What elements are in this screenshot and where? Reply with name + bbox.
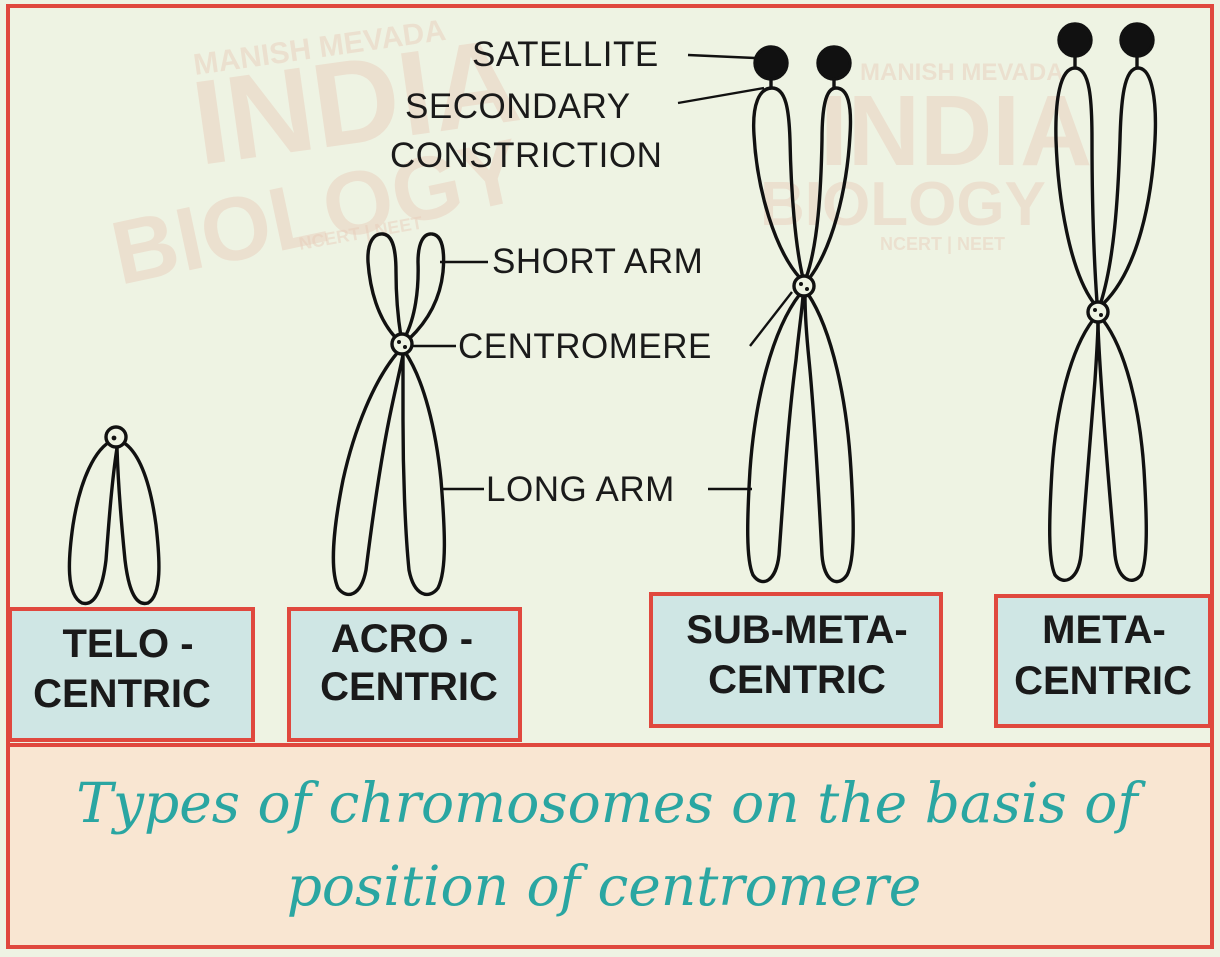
- label-constriction: CONSTRICTION: [390, 136, 662, 175]
- watermark-line2-2: BIOLOGY: [760, 170, 1046, 239]
- telocentric-label: TELO - CENTRIC: [8, 607, 255, 742]
- type-labels: TELO - CENTRIC ACRO - CENTRIC SUB-META- …: [8, 592, 1212, 742]
- submetacentric-short-arm-right: [804, 86, 853, 282]
- submetacentric-label: SUB-META- CENTRIC: [649, 592, 943, 728]
- submetacentric-label-line2: CENTRIC: [708, 658, 886, 702]
- submetacentric-label-box: [649, 592, 943, 728]
- watermark-brand-2: MANISH MEVADA: [860, 59, 1064, 86]
- watermark-tagline-2: NCERT | NEET: [880, 234, 1005, 254]
- satellite-left: [753, 45, 789, 81]
- leader-satellite: [687, 53, 756, 60]
- leader-lines: [412, 53, 793, 491]
- watermark-line1-2: INDIA: [820, 75, 1092, 187]
- label-centromere: CENTROMERE: [458, 327, 712, 366]
- satellite-right: [816, 45, 852, 81]
- caption: Types of chromosomes on the basis of pos…: [76, 771, 1146, 918]
- metacentric-satellite-right: [1119, 22, 1155, 58]
- acrocentric-long-arm-right: [401, 351, 447, 597]
- leader-secondary-constriction: [677, 86, 765, 105]
- caption-line2: position of centromere: [287, 854, 922, 918]
- telocentric-chromatid-right: [115, 438, 161, 606]
- acrocentric-label: ACRO - CENTRIC: [287, 607, 522, 742]
- metacentric-upper-arm-left: [1054, 66, 1099, 303]
- metacentric-centromere: [1086, 300, 1110, 324]
- acrocentric-short-arm-left: [366, 232, 403, 339]
- label-satellite: SATELLITE: [472, 35, 659, 74]
- acrocentric-centromere: [390, 332, 414, 356]
- submetacentric-label-line1: SUB-META-: [686, 608, 907, 652]
- acrocentric-label-box: [287, 607, 522, 742]
- metacentric-chromosome: [1048, 22, 1158, 582]
- caption-background: [8, 745, 1212, 947]
- submetacentric-short-arm-left: [751, 86, 805, 280]
- metacentric-label-box: [994, 594, 1212, 728]
- metacentric-label: META- CENTRIC: [994, 594, 1212, 728]
- telocentric-chromatid-left: [67, 438, 119, 606]
- metacentric-lower-arm-right: [1096, 318, 1148, 582]
- metacentric-label-line1: META-: [1042, 608, 1166, 652]
- label-short-arm: SHORT ARM: [492, 242, 703, 281]
- caption-frame: [6, 743, 1214, 949]
- label-secondary: SECONDARY: [405, 87, 631, 126]
- annotations: SATELLITE SECONDARY CONSTRICTION SHORT A…: [390, 35, 712, 509]
- telocentric-label-line2: CENTRIC: [33, 672, 211, 716]
- telocentric-chromosome: [67, 425, 161, 606]
- acrocentric-label-line1: ACRO -: [331, 617, 473, 661]
- acrocentric-chromosome: [331, 232, 447, 597]
- leader-centromere-right: [749, 291, 793, 347]
- telocentric-label-line1: TELO -: [62, 622, 193, 666]
- caption-line1: Types of chromosomes on the basis of: [76, 771, 1146, 835]
- metacentric-upper-arm-right: [1099, 66, 1158, 306]
- submetacentric-centromere: [792, 274, 816, 298]
- telocentric-label-box: [8, 607, 255, 742]
- watermark: MANISH MEVADA INDIA BIOLOGY NCERT | NEET…: [103, 13, 1092, 305]
- submetacentric-long-arm-left: [746, 292, 805, 584]
- acrocentric-label-line2: CENTRIC: [320, 665, 498, 709]
- metacentric-lower-arm-left: [1048, 318, 1100, 582]
- submetacentric-long-arm-right: [803, 293, 855, 584]
- submetacentric-chromosome: [746, 45, 855, 584]
- label-long-arm: LONG ARM: [486, 470, 675, 509]
- acrocentric-long-arm-left: [331, 350, 405, 597]
- metacentric-satellite-left: [1057, 22, 1093, 58]
- acrocentric-short-arm-right: [403, 232, 446, 341]
- metacentric-label-line2: CENTRIC: [1014, 659, 1192, 703]
